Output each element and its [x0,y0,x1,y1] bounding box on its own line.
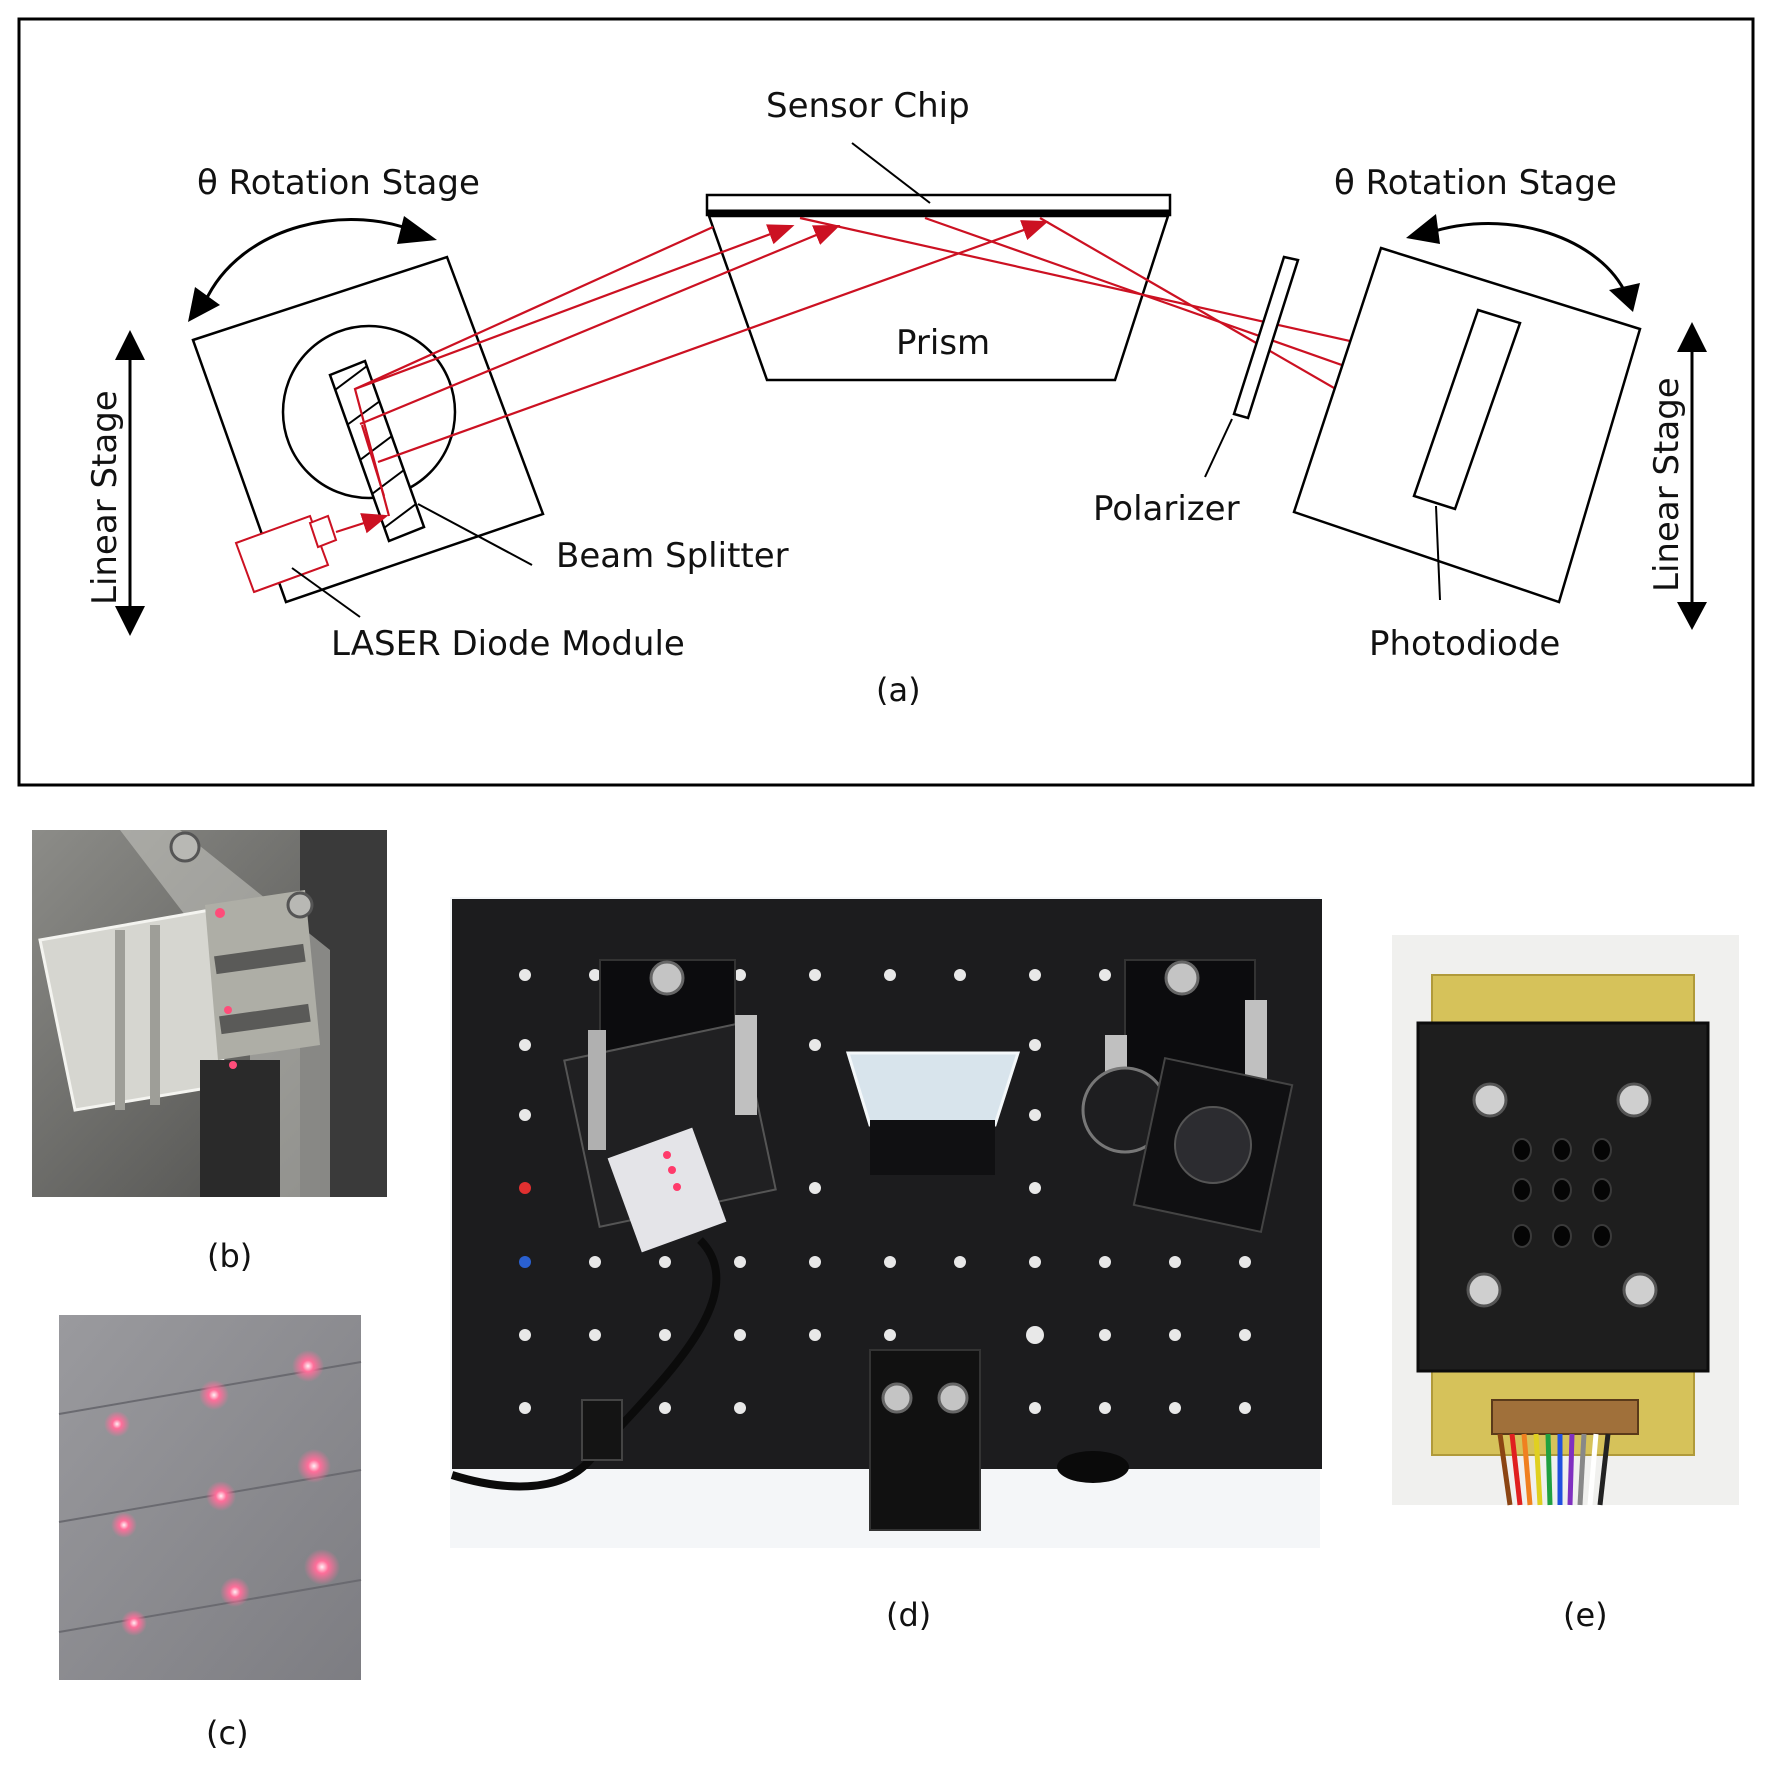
left-stage-block [191,220,1049,604]
photodiode-label: Photodiode [1369,624,1560,664]
panel-a-frame [17,17,1755,787]
sensor-chip [705,193,1172,217]
housing-screws [1466,1082,1658,1308]
left-rotation-arrowhead-b [397,216,437,244]
photo-prism [845,1051,1021,1127]
right-linear-arrow [1677,322,1707,630]
photo-e-caption: (e) [1563,1596,1608,1634]
left-linear-arrow [115,330,145,636]
photo-right-mount [1081,959,1294,1234]
left-rotation-arrowhead-a [188,287,220,322]
left-rotation-mount [281,324,457,500]
connector-header [1491,1399,1639,1435]
photodiode-array [1512,1138,1612,1248]
right-rotation-label: θ Rotation Stage [1334,163,1617,203]
left-linear-label: Linear Stage [85,390,125,605]
photo-left-mount [450,959,777,1491]
photo-e [1392,935,1739,1506]
beam-splitter [328,359,426,543]
right-rotation-arrowhead-a [1406,214,1440,244]
photo-d [450,897,1322,1548]
ribbon-wires [1497,1433,1611,1506]
laser-module-leader [291,567,361,618]
left-rotation-arrow [203,217,425,303]
photodiode-leader [1435,505,1441,601]
laser-spot-grid [104,1350,340,1636]
photodiode-shape [1412,308,1522,511]
polarizer-plate [1232,255,1300,420]
right-rotation-arrow [1419,222,1626,291]
prism-label: Prism [896,323,990,363]
photo-b-caption: (b) [207,1237,252,1275]
laser-diode-module [234,513,389,594]
left-rotation-label: θ Rotation Stage [197,163,480,203]
sensor-chip-leader [851,142,931,204]
prism-shape [707,214,1170,382]
laser-module-label: LASER Diode Module [331,624,685,664]
right-rotation-arrowhead-b [1609,283,1640,312]
panel-a: Prism Sensor Chip [17,17,1755,787]
photo-c-caption: (c) [206,1714,249,1752]
photo-b [32,830,387,1197]
photo-c [58,1315,362,1680]
beam-splitter-leader [417,503,533,566]
right-linear-label: Linear Stage [1647,377,1687,592]
panel-a-caption: (a) [876,671,921,709]
polarizer-label: Polarizer [1093,489,1240,529]
right-stage-block [1292,246,1642,604]
polarizer-leader [1204,418,1233,478]
beam-splitter-label: Beam Splitter [556,536,789,576]
photo-base-bracket [869,1349,981,1531]
sensor-chip-label: Sensor Chip [766,86,970,126]
photo-d-caption: (d) [886,1596,931,1634]
